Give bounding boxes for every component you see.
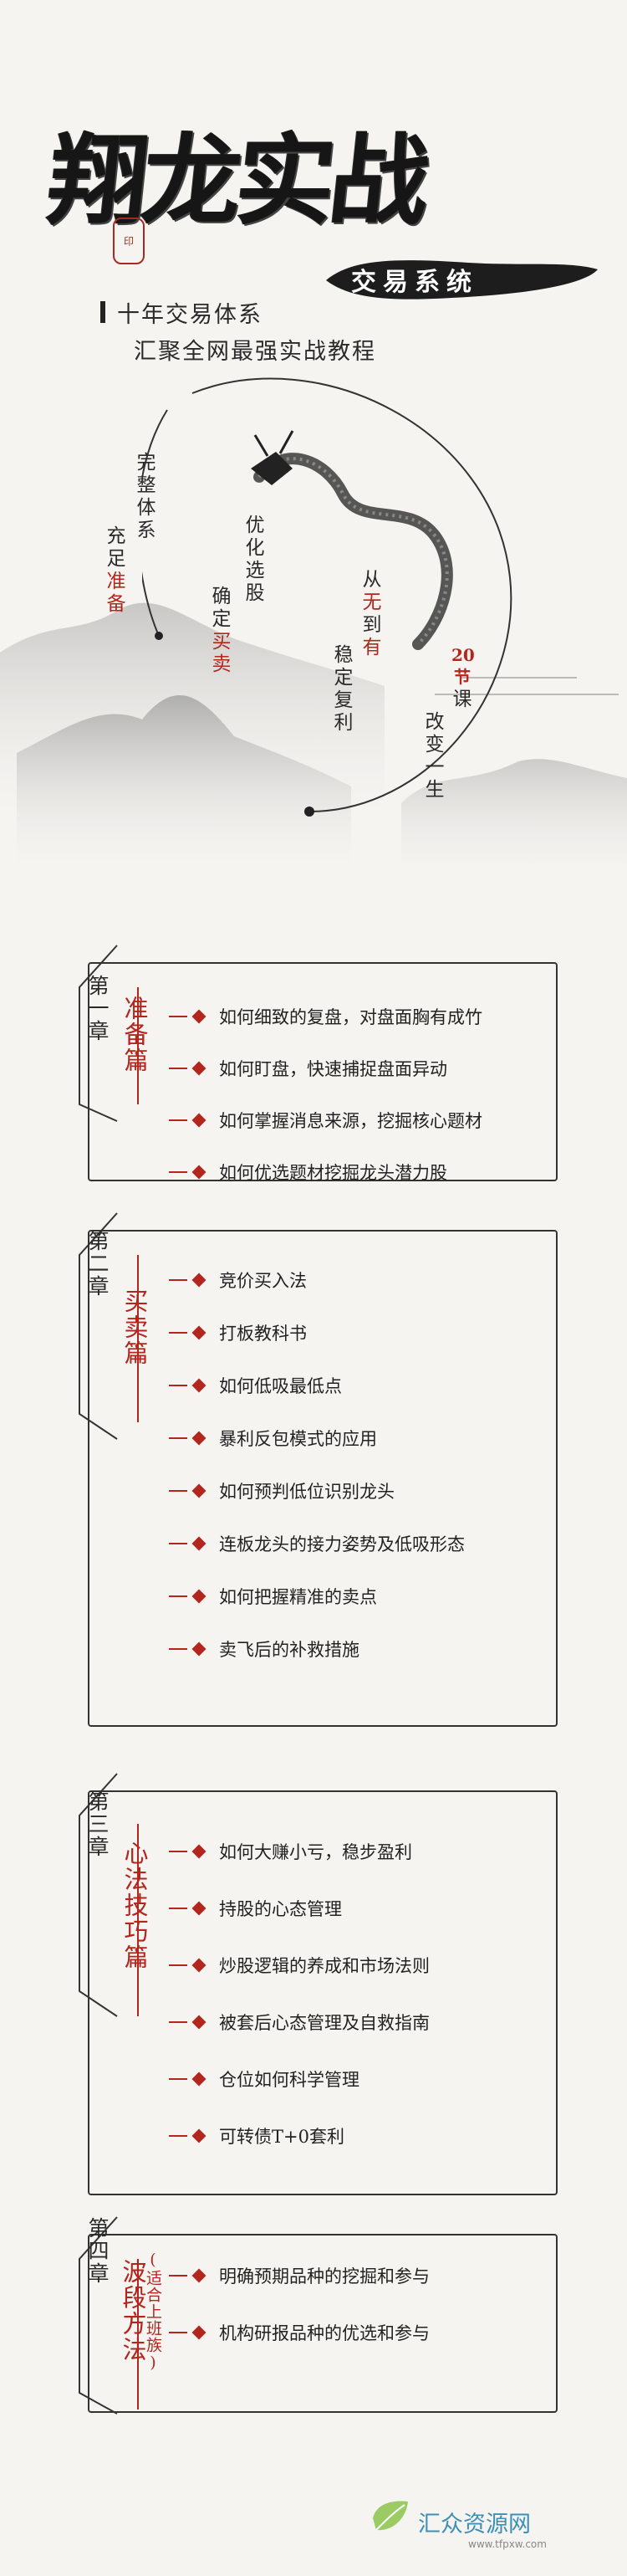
diamond-icon: [191, 1165, 206, 1180]
diamond-icon: [191, 1009, 206, 1024]
diamond-icon: [191, 1958, 206, 1973]
motto-col2-b: 确定买卖: [208, 586, 230, 676]
diamond-icon: [191, 1483, 206, 1498]
diamond-icon: [191, 1431, 206, 1446]
chapter2-item: 打板教科书: [169, 1320, 307, 1345]
motto-col3-a-red1: 无: [359, 592, 380, 614]
chapter1-sub: 准备篇: [120, 996, 149, 1073]
chapter1-bracket: [79, 945, 139, 1122]
circle-arc: [142, 377, 512, 817]
chapter2-item: 卖飞后的补救措施: [169, 1636, 359, 1662]
chapter2-item: 如何低吸最低点: [169, 1373, 342, 1398]
chapter2-bracket: [79, 1212, 139, 1440]
watermark-text: 汇众资源网: [418, 2512, 531, 2538]
watermark-url: www.tfpxw.com: [468, 2538, 547, 2550]
diamond-icon: [191, 1589, 206, 1604]
motto-col3-a1: 从: [359, 569, 380, 592]
chapter3-item: 可转债T+0套利: [169, 2123, 344, 2148]
tagline-primary: 十年交易体系: [117, 302, 263, 328]
watermark-leaf-icon: [373, 2501, 408, 2531]
ink-landscape: [0, 602, 627, 878]
chapter2-sub: 买卖篇: [120, 1288, 149, 1366]
chapter2-box: [88, 1230, 558, 1727]
diamond-icon: [191, 2072, 206, 2087]
chapter4-item: 机构研报品种的优选和参与: [169, 2320, 430, 2345]
seal-stamp: 印: [113, 218, 145, 264]
chapter3-item: 被套后心态管理及自救指南: [169, 2010, 430, 2035]
motto-col2-b-plain: 确定: [208, 586, 230, 631]
chapter1-item: 如何掌握消息来源，挖掘核心题材: [169, 1108, 482, 1133]
chapter4-note: (适合上班族): [144, 2251, 162, 2373]
motto-col2-b-red: 买卖: [208, 631, 230, 676]
motto-col3-a2: 到: [359, 614, 380, 637]
diamond-icon: [191, 1273, 206, 1288]
diamond-icon: [191, 1378, 206, 1393]
diamond-icon: [191, 1641, 206, 1657]
chapter3-item: 炒股逻辑的养成和市场法则: [169, 1953, 430, 1978]
subtitle-badge: 交易系统: [351, 268, 478, 297]
chapter4-sub: 波段方法: [119, 2259, 147, 2363]
tagline-secondary: 汇聚全网最强实战教程: [134, 339, 376, 365]
chapter4-bracket: [79, 2216, 139, 2415]
diamond-icon: [191, 1901, 206, 1916]
motto-col2-a: 优化选股: [242, 515, 263, 605]
chapter4-label: 第四章: [85, 2217, 110, 2285]
motto-col4-b: 改变一生: [421, 711, 443, 801]
chapter3-item: 如何大赚小亏，稳步盈利: [169, 1839, 412, 1864]
chapter2-label: 第二章: [85, 1230, 110, 1298]
diamond-icon: [191, 2128, 206, 2143]
chapter2-item: 竞价买入法: [169, 1268, 307, 1293]
chapter2-item: 如何把握精准的卖点: [169, 1584, 377, 1609]
chapter3-sub: 心法技巧篇: [120, 1841, 149, 1970]
diamond-icon: [191, 1536, 206, 1551]
motto-col3-a: 从无到有: [359, 569, 380, 659]
motto-col4-a-red: 20节: [451, 645, 475, 688]
chapter1-item: 如何优选题材挖掘龙头潜力股: [169, 1160, 447, 1185]
chapter2-item: 连板龙头的接力姿势及低吸形态: [169, 1531, 465, 1556]
motto-col4-a: 20节 课: [451, 644, 475, 710]
motto-col1-a: 完整体系: [133, 452, 155, 542]
ink-dragon: [251, 430, 453, 650]
diamond-icon: [191, 1325, 206, 1340]
motto-col1-b: 充足准备: [103, 525, 125, 616]
chapter3-item: 持股的心态管理: [169, 1896, 342, 1921]
chapter3-box: [88, 1790, 558, 2195]
chapter2-item: 如何预判低位识别龙头: [169, 1478, 395, 1503]
chapter3-label: 第三章: [85, 1790, 110, 1858]
diamond-icon: [191, 2268, 206, 2283]
chapter3-item: 仓位如何科学管理: [169, 2066, 359, 2092]
chapter3-bracket: [79, 1773, 139, 2017]
diamond-icon: [191, 1844, 206, 1859]
diamond-icon: [191, 1061, 206, 1076]
tagline-bar: [100, 301, 105, 323]
motto-col3-b: 稳定复利: [330, 644, 352, 735]
hero-title: 翔龙实战: [43, 122, 431, 238]
chapter1-label: 第一章: [85, 975, 110, 1042]
diamond-icon: [191, 2325, 206, 2340]
motto-col4-a-plain: 课: [452, 688, 472, 710]
chapter4-box: [88, 2234, 558, 2413]
chapter1-box: [88, 962, 558, 1181]
chapter1-item: 如何细致的复盘，对盘面胸有成竹: [169, 1004, 482, 1029]
motto-col1-b-red: 准备: [103, 571, 125, 616]
motto-col3-a-red2: 有: [359, 637, 380, 659]
diamond-icon: [191, 2015, 206, 2030]
chapter4-item: 明确预期品种的挖掘和参与: [169, 2263, 430, 2288]
chapter1-item: 如何盯盘，快速捕捉盘面异动: [169, 1056, 447, 1081]
brush-stroke: [326, 260, 598, 300]
chapter2-item: 暴利反包模式的应用: [169, 1426, 377, 1451]
diamond-icon: [191, 1113, 206, 1128]
motto-col1-b-plain: 充足: [103, 525, 125, 571]
